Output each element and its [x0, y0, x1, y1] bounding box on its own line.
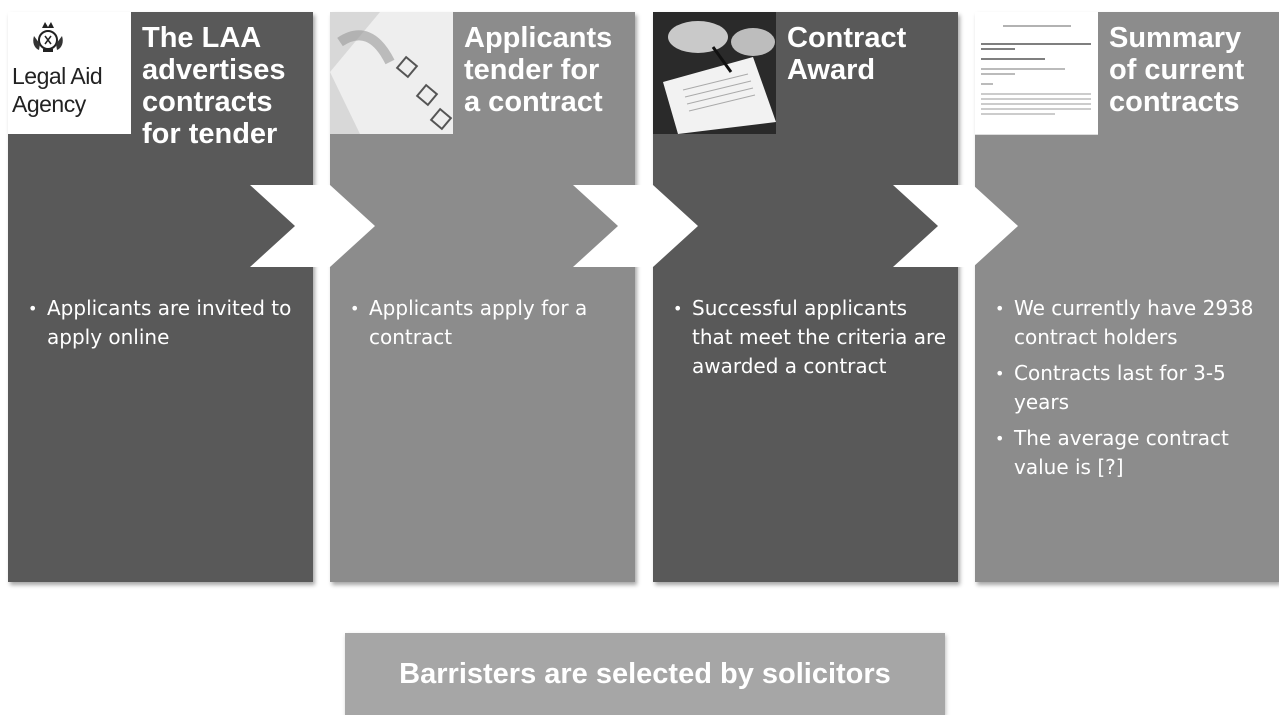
bullet-item: Applicants are invited to apply online [26, 294, 303, 352]
step-title: Applicants tender for a contract [464, 22, 613, 118]
step-panel-tender: Applicants tender for a contract Applica… [330, 12, 635, 582]
step-title: Contract Award [787, 22, 907, 86]
contract-document-thumbnail [975, 12, 1098, 135]
bullet-item: Contracts last for 3-5 years [993, 359, 1269, 417]
step-panel-award: Contract Award Successful applicants tha… [653, 12, 958, 582]
legal-aid-agency-logo: Legal Aid Agency [8, 12, 131, 134]
step-panel-summary: Summary of current contracts We currentl… [975, 12, 1279, 582]
bullet-item: Applicants apply for a contract [348, 294, 625, 352]
tender-documents-photo [330, 12, 453, 134]
bullet-item: The average contract value is [?] [993, 424, 1269, 482]
step-title: Summary of current contracts [1109, 22, 1245, 118]
step-bullets: We currently have 2938 contract holders … [993, 294, 1269, 489]
barristers-note: Barristers are selected by solicitors [345, 633, 945, 715]
logo-wordmark: Legal Aid Agency [12, 63, 103, 117]
step-bullets: Applicants apply for a contract [348, 294, 625, 359]
chevron-arrow-icon [573, 185, 698, 267]
chevron-arrow-icon [250, 185, 375, 267]
step-bullets: Applicants are invited to apply online [26, 294, 303, 359]
barristers-label: Barristers are selected by solicitors [399, 657, 891, 690]
step-title: The LAA advertises contracts for tender [142, 22, 286, 150]
chevron-arrow-icon [893, 185, 1018, 267]
royal-crest-icon [33, 22, 63, 52]
step-panel-advertise: Legal Aid Agency The LAA advertises cont… [8, 12, 313, 582]
checkbox-form-illustration [330, 12, 453, 134]
step-bullets: Successful applicants that meet the crit… [671, 294, 948, 388]
signing-illustration [653, 12, 776, 134]
contract-signing-photo [653, 12, 776, 134]
document-page-illustration [975, 12, 1098, 134]
bullet-item: We currently have 2938 contract holders [993, 294, 1269, 352]
bullet-item: Successful applicants that meet the crit… [671, 294, 948, 381]
